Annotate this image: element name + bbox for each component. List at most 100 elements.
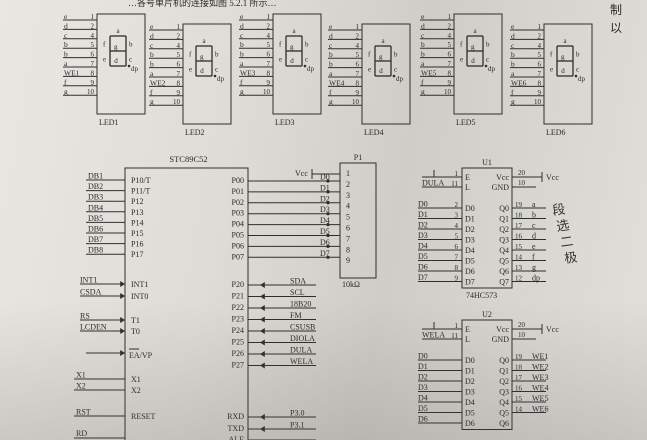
pin-number: 20 [518, 169, 526, 177]
pin-number: 1 [455, 322, 459, 330]
pin-name: b [150, 50, 154, 59]
led-label: LED3 [275, 118, 295, 127]
latch-pin: E [465, 325, 470, 334]
mcu-pin: P12 [131, 197, 143, 206]
mcu-pin: P06 [232, 241, 244, 250]
segment-label-g: g [200, 53, 204, 61]
pin-number: 5 [177, 51, 181, 59]
segment-label-f: f [550, 51, 553, 59]
net-label: INT1 [80, 276, 97, 285]
net-label: RD [76, 429, 87, 438]
led-label: LED5 [456, 118, 476, 127]
segment-label-dp: dp [217, 75, 225, 83]
latch-pin: D4 [465, 398, 475, 407]
mcu-pin: P27 [232, 361, 244, 370]
pin-name: f [511, 88, 514, 97]
p1-pin: 7 [346, 234, 350, 243]
pin-number: 8 [267, 69, 271, 77]
mcu-pin: P02 [232, 198, 244, 207]
decimal-point [392, 74, 396, 78]
segment-label-b: b [129, 41, 133, 49]
latch-pin: Vcc [496, 173, 509, 182]
mcu-pin: P14 [131, 218, 143, 227]
led-label: LED2 [185, 128, 205, 137]
arrow-head [260, 351, 265, 357]
net-label: DIOLA [290, 334, 315, 343]
side-char: 以 [610, 21, 622, 35]
pin-number: 10 [518, 179, 526, 187]
junction-dot [326, 233, 330, 238]
pin-name: f [421, 78, 424, 87]
segment-label-f: f [103, 41, 106, 49]
net-label: D2 [320, 194, 330, 203]
latch-pin: Q3 [499, 236, 509, 245]
pin-number: 4 [91, 32, 95, 40]
segment-label-a: a [381, 37, 385, 45]
segment-label-c: c [394, 66, 397, 74]
segment-label-f: f [189, 51, 192, 59]
net-label: b [532, 211, 536, 220]
led-common-label: WE4 [329, 78, 345, 87]
net-label: D0 [418, 352, 428, 361]
latch-body [461, 167, 513, 289]
latch-pin: D4 [465, 246, 475, 255]
pin-number: 18 [515, 212, 523, 220]
p1-pin: 5 [346, 213, 350, 222]
pin-name: c [329, 41, 333, 50]
handwritten-char: 段 [551, 202, 566, 219]
pin-number: 8 [91, 69, 95, 77]
mcu-pin: P23 [232, 315, 244, 324]
led-body [453, 13, 503, 115]
net-label: CSDA [80, 288, 102, 297]
net-label: a [532, 200, 536, 209]
segment-label-b: b [215, 51, 219, 59]
pin-number: 8 [356, 79, 360, 87]
pin-number: 20 [518, 321, 526, 329]
segment-label-g: g [290, 43, 294, 51]
latch-part: 74HC573 [466, 291, 497, 300]
latch-pin: D5 [465, 257, 475, 266]
p1-body [339, 162, 377, 279]
pin-number: 9 [356, 89, 360, 97]
arrow-head [260, 282, 265, 288]
pin-name: f [329, 88, 332, 97]
pin-name: c [64, 31, 68, 40]
pin-number: 9 [448, 79, 452, 87]
net-label: DB5 [88, 214, 103, 223]
latch-pin: Q2 [499, 225, 509, 234]
segment-label-c: c [576, 66, 579, 74]
decimal-point [213, 74, 217, 78]
latch-pin: D2 [465, 377, 475, 386]
pin-number: 2 [455, 201, 459, 209]
mcu-pin: P24 [232, 326, 244, 335]
mcu-pin: P07 [232, 252, 244, 261]
junction-dot [326, 255, 330, 259]
mcu-pin: P15 [131, 229, 143, 238]
handwritten-char: 极 [563, 250, 578, 267]
pin-number: 9 [91, 79, 95, 87]
pin-number: 2 [538, 32, 542, 40]
pin-name: b [421, 50, 425, 59]
latch-pin: D6 [465, 267, 475, 276]
net-label: D3 [418, 231, 428, 240]
decimal-point [484, 64, 488, 68]
pin-number: 10 [444, 88, 452, 96]
led-label: LED1 [99, 118, 119, 127]
pin-name: b [240, 50, 244, 59]
arrow-head [120, 281, 125, 287]
mcu-pin: P17 [131, 250, 143, 259]
pin-name: a [150, 69, 154, 78]
page-header: …各号单片机的连接如图 5.2.1 所示…制以 [128, 0, 622, 35]
decimal-point [127, 64, 131, 68]
pin-number: 2 [177, 32, 181, 40]
segment-label-b: b [486, 41, 490, 49]
pin-number: 16 [515, 385, 523, 393]
pin-number: 10 [534, 98, 542, 106]
pin-number: 1 [455, 170, 459, 178]
net-label: RST [76, 408, 91, 417]
net-label: D1 [418, 362, 428, 371]
vcc-label: Vcc [546, 325, 559, 334]
pin-name: e [150, 22, 154, 31]
